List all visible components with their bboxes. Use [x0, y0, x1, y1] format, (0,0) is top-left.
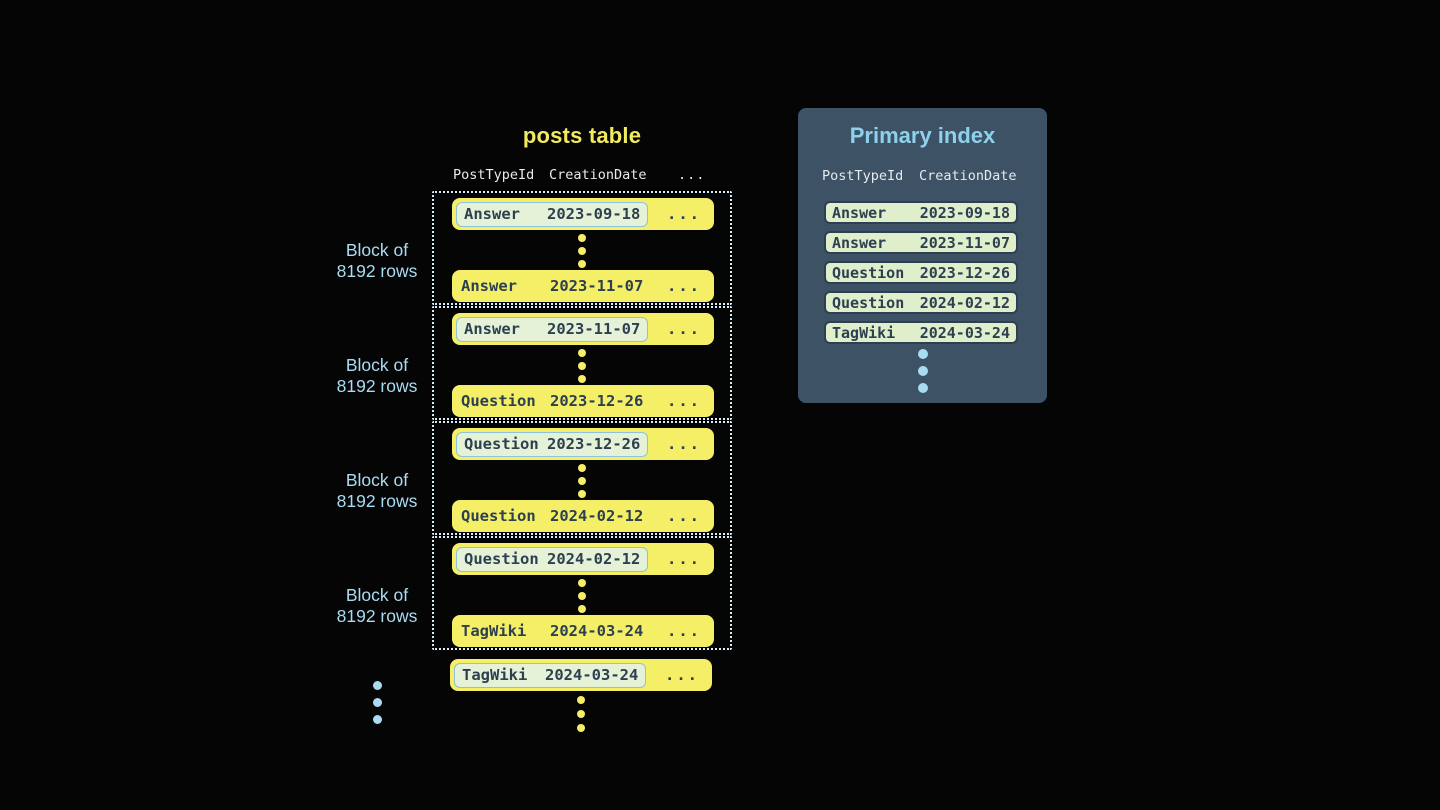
row-highlight-pill: Question 2023-12-26 [456, 431, 649, 457]
post-type-cell: Question [461, 392, 536, 410]
more-columns-ellipsis: ... [667, 320, 701, 338]
vertical-ellipsis-dots [567, 696, 595, 732]
post-type-cell: Answer [832, 233, 887, 252]
vertical-ellipsis-dots [798, 349, 1047, 393]
primary-index-column-header: PostTypeId CreationDate [798, 168, 1047, 186]
block-label-line2: 8192 rows [336, 260, 418, 281]
row-highlight-pill: Question 2024-02-12 [456, 546, 649, 572]
post-type-cell: TagWiki [462, 666, 528, 684]
index-row: Question 2024-02-12 [824, 291, 1018, 314]
block-label-line2: 8192 rows [336, 605, 418, 626]
vertical-ellipsis-dots [434, 464, 730, 498]
more-columns-ellipsis: ... [667, 507, 701, 525]
table-row: Answer 2023-11-07 ... [452, 270, 714, 302]
column-creationdate: CreationDate [549, 167, 647, 183]
creation-date-cell: 2023-11-07 [550, 277, 644, 295]
primary-index-title: Primary index [849, 123, 996, 148]
vertical-ellipsis-dots [434, 579, 730, 613]
more-columns-ellipsis: ... [678, 167, 706, 183]
creation-date-cell: 2024-02-12 [547, 550, 641, 568]
block-label-line2: 8192 rows [336, 490, 418, 511]
creation-date-cell: 2023-09-18 [547, 205, 641, 223]
more-blocks-ellipsis-dots [358, 681, 396, 724]
creation-date-cell: 2023-11-07 [547, 320, 641, 338]
creation-date-cell: 2024-03-24 [919, 323, 1010, 342]
creation-date-cell: 2023-09-18 [919, 203, 1010, 222]
table-row: Answer 2023-11-07 ... [452, 313, 714, 345]
creation-date-cell: 2024-02-12 [550, 507, 644, 525]
posts-table-column-header: PostTypeId CreationDate ... [452, 167, 752, 185]
creation-date-cell: 2023-12-26 [550, 392, 644, 410]
row-highlight-pill: TagWiki 2024-03-24 [454, 662, 647, 688]
table-row: Question 2023-12-26 ... [452, 385, 714, 417]
posts-block-2: Answer 2023-11-07 ... Question 2023-12-2… [432, 306, 732, 420]
creation-date-cell: 2023-11-07 [919, 233, 1010, 252]
creation-date-cell: 2024-02-12 [919, 293, 1010, 312]
block-label: Block of 8192 rows [312, 240, 442, 281]
index-row: Answer 2023-11-07 [824, 231, 1018, 254]
column-posttypeid: PostTypeId [453, 167, 535, 183]
post-type-cell: Question [464, 550, 539, 568]
post-type-cell: Question [461, 507, 536, 525]
post-type-cell: TagWiki [832, 323, 896, 342]
row-highlight-pill: Answer 2023-09-18 [456, 201, 649, 227]
table-row: Answer 2023-09-18 ... [452, 198, 714, 230]
block-label-line2: 8192 rows [336, 375, 418, 396]
row-highlight-pill: Answer 2023-11-07 [456, 316, 649, 342]
table-row: Question 2024-02-12 ... [452, 500, 714, 532]
table-row: Question 2023-12-26 ... [452, 428, 714, 460]
more-columns-ellipsis: ... [667, 435, 701, 453]
column-posttypeid: PostTypeId [822, 168, 904, 184]
post-type-cell: Question [464, 435, 539, 453]
post-type-cell: Answer [832, 203, 887, 222]
creation-date-cell: 2023-12-26 [547, 435, 641, 453]
primary-index-panel: Primary index PostTypeId CreationDate An… [798, 108, 1047, 403]
column-creationdate: CreationDate [919, 168, 1017, 184]
block-label: Block of 8192 rows [312, 470, 442, 511]
block-label: Block of 8192 rows [312, 585, 442, 626]
more-columns-ellipsis: ... [667, 392, 701, 410]
post-type-cell: Answer [464, 320, 520, 338]
vertical-ellipsis-dots [434, 234, 730, 268]
post-type-cell: TagWiki [461, 622, 527, 640]
more-columns-ellipsis: ... [667, 205, 701, 223]
more-columns-ellipsis: ... [667, 622, 701, 640]
vertical-ellipsis-dots [434, 349, 730, 383]
creation-date-cell: 2023-12-26 [919, 263, 1010, 282]
posts-table-title: posts table [522, 123, 642, 148]
table-row-next-block: TagWiki 2024-03-24 ... [450, 659, 712, 691]
block-label-line1: Block of [345, 355, 409, 375]
more-columns-ellipsis: ... [667, 277, 701, 295]
index-row: Answer 2023-09-18 [824, 201, 1018, 224]
block-label-line1: Block of [345, 470, 409, 490]
block-label: Block of 8192 rows [312, 355, 442, 396]
posts-block-3: Question 2023-12-26 ... Question 2024-02… [432, 421, 732, 535]
table-row: TagWiki 2024-03-24 ... [452, 615, 714, 647]
posts-block-1: Answer 2023-09-18 ... Answer 2023-11-07 … [432, 191, 732, 305]
more-columns-ellipsis: ... [665, 666, 699, 684]
post-type-cell: Answer [461, 277, 517, 295]
table-row: Question 2024-02-12 ... [452, 543, 714, 575]
index-row: Question 2023-12-26 [824, 261, 1018, 284]
block-label-line1: Block of [345, 240, 409, 260]
post-type-cell: Question [832, 263, 905, 282]
index-row: TagWiki 2024-03-24 [824, 321, 1018, 344]
creation-date-cell: 2024-03-24 [550, 622, 644, 640]
block-label-line1: Block of [345, 585, 409, 605]
post-type-cell: Answer [464, 205, 520, 223]
posts-block-4: Question 2024-02-12 ... TagWiki 2024-03-… [432, 536, 732, 650]
more-columns-ellipsis: ... [667, 550, 701, 568]
post-type-cell: Question [832, 293, 905, 312]
creation-date-cell: 2024-03-24 [545, 666, 639, 684]
